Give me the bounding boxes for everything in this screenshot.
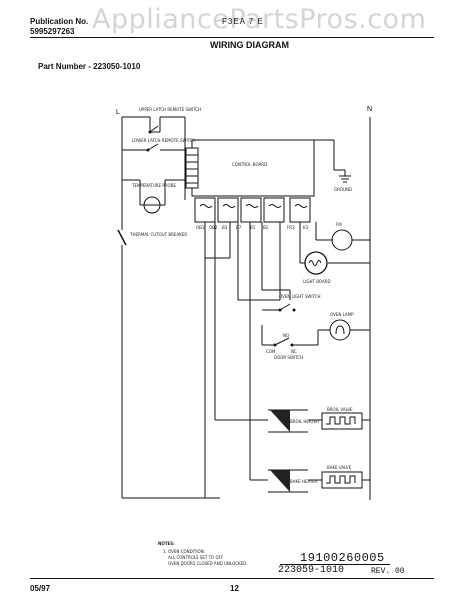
- watermark: AppliancePartsPros.com: [92, 4, 427, 35]
- notes-line: OVEN DOORS CLOSED AND UNLOCKED.: [168, 561, 248, 566]
- stamp-rule: [280, 564, 390, 565]
- diagram-title: WIRING DIAGRAM: [210, 40, 289, 50]
- door-switch-bottom-label: DOOR SWITCH: [274, 355, 303, 360]
- header-rule: [30, 37, 434, 38]
- upper-latch-switch: UPPER LATCH REMOTE SWITCH: [139, 107, 201, 134]
- publication-number: 5995297263: [30, 27, 75, 36]
- thermal-cutout: THERMAL CUTOUT BREAKER: [117, 229, 187, 246]
- relay-pin: OB2: [209, 225, 218, 230]
- relay-pin: OB1: [196, 225, 205, 230]
- broil-valve: BROIL VALVE: [321, 407, 363, 430]
- notes-line: 1. OVEN CONDITION:: [163, 549, 205, 554]
- stamp-part: 223059-1010: [278, 565, 345, 576]
- relay-pin: B3: [222, 225, 228, 230]
- part-number: Part Number - 223050-1010: [38, 62, 141, 71]
- relay-pin: FR2: [287, 225, 295, 230]
- relay-pin: B2: [263, 225, 269, 230]
- bake-heater-label: BAKE HEATER: [290, 479, 318, 484]
- relay-block: OB1 OB2 B3 B7 B1 B2 FR2 K3: [194, 197, 311, 230]
- terminal-l: L: [116, 109, 120, 116]
- relay-pin: B7: [236, 225, 242, 230]
- com-label: COM: [266, 349, 276, 354]
- nc-label: NC: [291, 349, 297, 354]
- notes: NOTES: 1. OVEN CONDITION: ALL CONTROLS S…: [158, 541, 248, 566]
- ground-symbol: GROUND: [334, 170, 352, 192]
- control-board: CONTROL BOARD: [185, 139, 315, 197]
- door-switch-top-label: OVEN LIGHT SWITCH: [279, 294, 321, 299]
- terminal-n: N: [367, 106, 372, 113]
- page-number: 12: [230, 584, 239, 593]
- lower-latch-switch: LOWER LATCH REMOTE SWITCH: [132, 138, 196, 152]
- stamp-rev: REV. 00: [371, 567, 405, 576]
- door-switch: NO COM NC DOOR SWITCH: [266, 333, 303, 360]
- oven-light-switch: OVEN LIGHT SWITCH: [262, 294, 321, 312]
- footer-rule: [30, 578, 434, 579]
- light-board: LIGHT BOARD: [303, 251, 331, 284]
- model-code: F3EA 7 E: [222, 17, 264, 26]
- no-label: NO: [283, 333, 289, 338]
- footer-date: 05/97: [30, 584, 51, 593]
- publication-label: Publication No.: [30, 17, 89, 26]
- ground-label: GROUND: [334, 187, 352, 192]
- oven-lamp: OVEN LAMP: [329, 312, 354, 341]
- stamp-code: 19100260005: [300, 551, 385, 565]
- control-label: CONTROL BOARD: [232, 162, 267, 167]
- thermal-label: THERMAL CUTOUT BREAKER: [129, 232, 187, 237]
- bake-heater: BAKE HEATER: [268, 469, 318, 493]
- relay-pin: K3: [303, 225, 309, 230]
- lamp-label: OVEN LAMP: [330, 312, 354, 317]
- notes-title: NOTES:: [158, 541, 175, 546]
- broil-valve-label: BROIL VALVE: [327, 407, 353, 412]
- bake-valve: BAKE VALVE: [321, 465, 363, 489]
- fan-motor: FM: [331, 222, 353, 251]
- notes-line: ALL CONTROLS SET TO OFF: [168, 555, 224, 560]
- fan-label: FM: [336, 222, 342, 227]
- light-label: LIGHT BOARD: [303, 279, 331, 284]
- sensor-label: TEMPERATURE PROBE: [131, 183, 176, 188]
- bake-valve-label: BAKE VALVE: [327, 465, 352, 470]
- temperature-probe: TEMPERATURE PROBE: [131, 183, 176, 214]
- broil-heater-label: BROIL HEATER: [290, 419, 319, 424]
- broil-heater: BROIL HEATER: [268, 409, 319, 433]
- upper-switch-label: UPPER LATCH REMOTE SWITCH: [139, 107, 201, 112]
- wires: [121, 116, 371, 500]
- relay-pin: B1: [250, 225, 256, 230]
- lower-switch-label: LOWER LATCH REMOTE SWITCH: [132, 138, 196, 143]
